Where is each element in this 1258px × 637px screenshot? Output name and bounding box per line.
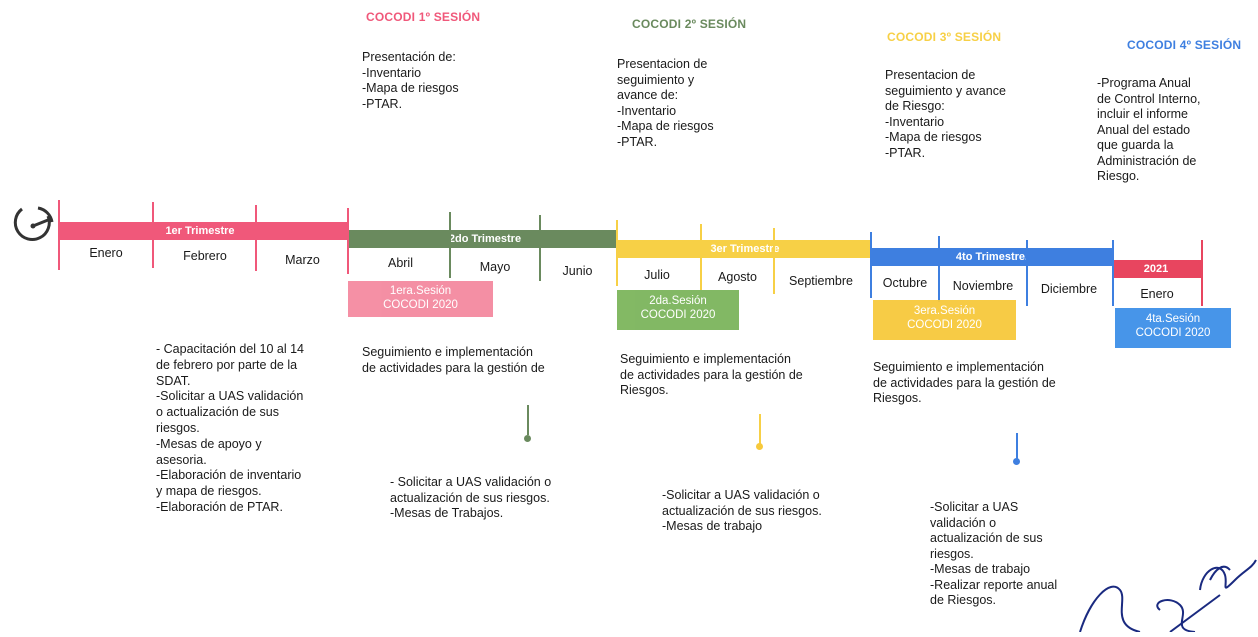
session-marker-3-line2: COCODI 2020 xyxy=(907,319,982,331)
session-marker-1-line1: 1era.Sesión xyxy=(389,285,452,297)
session-2-text: Presentacion de seguimiento y avance de:… xyxy=(617,57,714,149)
month-label: Febrero xyxy=(183,249,227,263)
session-marker-3: 3era.Sesión COCODI 2020 xyxy=(873,300,1016,340)
q4-activities-bottom: -Solicitar a UAS validación o actualizac… xyxy=(930,500,1058,607)
session-marker-2-line2: COCODI 2020 xyxy=(640,309,716,321)
tick-3 xyxy=(255,205,257,271)
q2-label: 2do Trimestre xyxy=(448,233,522,245)
session-marker-1-line2: COCODI 2020 xyxy=(383,299,458,311)
session-1-title: COCODI 1º SESIÓN xyxy=(366,10,481,24)
session-4-title: COCODI 4º SESIÓN xyxy=(1127,38,1242,52)
tick-2 xyxy=(152,202,154,268)
q1-band xyxy=(58,222,348,240)
q4-band xyxy=(871,248,1113,266)
tick-12 xyxy=(1026,240,1028,306)
session-1-text: Presentación de: -Inventario -Mapa de ri… xyxy=(362,50,459,111)
session-3-title: COCODI 3º SESIÓN xyxy=(887,30,1002,44)
session-4-text: -Programa Anual de Control Interno, incl… xyxy=(1097,76,1201,183)
month-label: Mayo xyxy=(479,260,511,274)
q2-activities-top: Seguimiento e implementación de activida… xyxy=(362,345,545,375)
signature-mark xyxy=(1020,540,1258,633)
q3-activities-bottom: -Solicitar a UAS validación o actualizac… xyxy=(662,488,822,533)
session-marker-4-line1: 4ta.Sesión xyxy=(1145,313,1201,325)
session-marker-1: 1era.Sesión COCODI 2020 xyxy=(348,281,493,317)
session-3-text: Presentacion de seguimiento y avance de … xyxy=(885,68,1006,160)
q2-activities-bottom: - Solicitar a UAS validación o actualiza… xyxy=(390,475,552,520)
tick-4 xyxy=(347,208,349,274)
tick-11 xyxy=(938,236,940,302)
q5-band xyxy=(1113,260,1201,278)
month-label: Abril xyxy=(387,256,413,270)
session-marker-2: 2da.Sesión COCODI 2020 xyxy=(617,290,739,330)
q5-label: 2021 xyxy=(1143,263,1169,275)
q1-label: 1er Trimestre xyxy=(165,225,235,237)
q4-activities-top: Seguimiento e implementación de activida… xyxy=(873,360,1056,405)
tick-7 xyxy=(616,220,618,286)
q3-activities-top: Seguimiento e implementación de activida… xyxy=(620,352,803,397)
tick-14 xyxy=(1201,240,1203,306)
session-marker-3-line1: 3era.Sesión xyxy=(913,305,976,317)
month-label: Diciembre xyxy=(1040,282,1098,296)
session-marker-2-line1: 2da.Sesión xyxy=(649,295,707,307)
q4-connector-line xyxy=(1016,433,1018,459)
month-label: Enero xyxy=(89,246,123,260)
tick-5 xyxy=(449,212,451,278)
session-marker-4-line2: COCODI 2020 xyxy=(1135,327,1211,339)
q2-band xyxy=(348,230,616,248)
tick-1 xyxy=(58,200,60,270)
q3-connector-dot xyxy=(756,443,763,450)
stopwatch-icon xyxy=(8,200,58,250)
session-2-title: COCODI 2º SESIÓN xyxy=(632,17,747,31)
month-label: Agosto xyxy=(718,270,757,284)
q4-connector-dot xyxy=(1013,458,1020,465)
q2-connector-dot xyxy=(524,435,531,442)
q3-band xyxy=(616,240,871,258)
month-label: Julio xyxy=(644,268,670,282)
q4-label: 4to Trimestre. xyxy=(955,251,1029,263)
month-label: Noviembre xyxy=(952,279,1014,293)
tick-8 xyxy=(700,224,702,290)
month-label: Enero xyxy=(1140,287,1174,301)
q2-connector-line xyxy=(527,405,529,435)
q3-label: 3er Trimestre xyxy=(710,243,780,255)
q3-connector-line xyxy=(759,414,761,444)
tick-9 xyxy=(773,228,775,294)
month-label: Junio xyxy=(562,264,593,278)
tick-13 xyxy=(1112,240,1114,306)
month-label: Octubre xyxy=(882,276,928,290)
session-marker-4: 4ta.Sesión COCODI 2020 xyxy=(1115,308,1231,348)
tick-10 xyxy=(870,232,872,298)
tick-6 xyxy=(539,215,541,281)
q1-activities: - Capacitación del 10 al 14 de febrero p… xyxy=(156,342,305,514)
month-label: Marzo xyxy=(285,253,320,267)
month-label: Septiembre xyxy=(789,274,853,288)
